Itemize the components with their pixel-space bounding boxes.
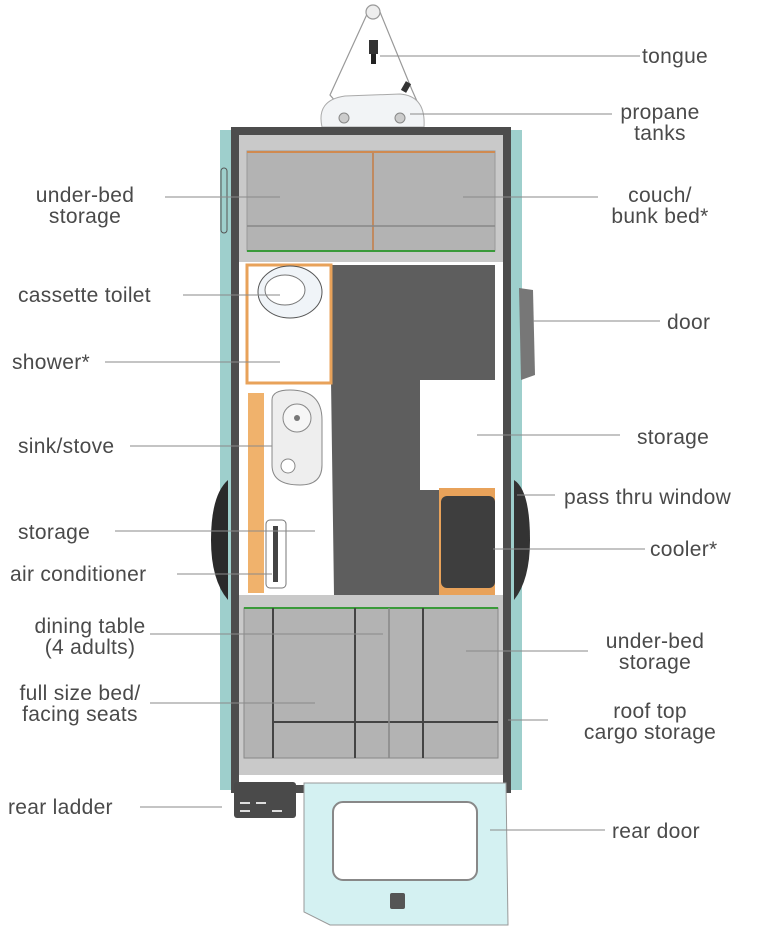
cooler-drawing: [441, 496, 495, 588]
label-rear-ladder: rear ladder: [8, 796, 113, 819]
label-dining-table: dining table(4 adults): [34, 616, 145, 658]
leader-lines: [105, 55, 660, 831]
pass-thru-window: [514, 480, 530, 600]
galley-counter-wood: [248, 393, 264, 593]
label-couch-bunk-bed: couch/bunk bed*: [611, 185, 708, 227]
label-full-size-bed: full size bed/facing seats: [20, 683, 141, 725]
label-line: tanks: [634, 122, 686, 145]
label-line: bunk bed*: [611, 205, 709, 228]
label-pass-thru-window: pass thru window: [564, 486, 732, 509]
label-tongue: tongue: [642, 45, 709, 68]
propane-tanks-drawing: [320, 93, 425, 128]
label-line: dining table: [34, 615, 146, 638]
label-line: facing seats: [22, 703, 138, 726]
label-line: roof top: [613, 700, 687, 723]
side-vent: [211, 480, 228, 600]
label-line: (4 adults): [44, 636, 136, 659]
side-door: [519, 288, 535, 380]
label-cassette-toilet: cassette toilet: [18, 284, 151, 307]
label-line: full size bed/: [19, 682, 141, 705]
label-rear-door: rear door: [612, 820, 700, 843]
label-storage-right: storage: [637, 426, 710, 449]
label-storage-left: storage: [18, 521, 91, 544]
label-line: couch/: [628, 184, 692, 207]
label-line: storage: [48, 205, 122, 228]
label-line: under-bed: [35, 184, 135, 207]
label-door: door: [667, 311, 711, 334]
label-line: storage: [618, 651, 692, 674]
label-air-conditioner: air conditioner: [10, 563, 147, 586]
label-line: under-bed: [605, 630, 705, 653]
label-sink-stove: sink/stove: [18, 435, 115, 458]
rear-ladder-drawing: [234, 782, 296, 818]
label-line: cargo storage: [583, 721, 717, 744]
label-line: propane: [620, 101, 700, 124]
label-cooler: cooler*: [650, 538, 718, 561]
label-shower: shower*: [12, 351, 90, 374]
